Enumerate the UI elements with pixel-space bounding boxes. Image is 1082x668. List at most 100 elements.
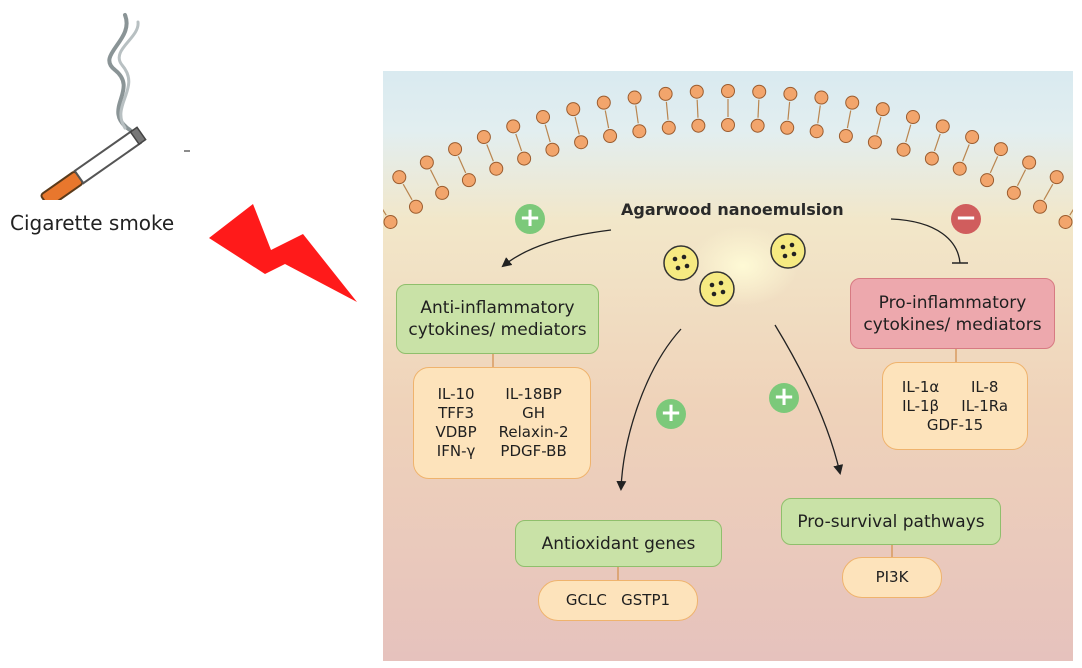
anti-inflammatory-label: Anti-inflammatory cytokines/ mediators: [408, 298, 587, 340]
lipid-tail: [846, 110, 852, 129]
pro-survival-list: PI3K: [842, 557, 942, 598]
lightning-bolt-icon: [209, 204, 357, 302]
cytokine-item: IFN-γ: [436, 442, 476, 460]
lipid-tail: [989, 156, 999, 174]
inhibit-to-pro-inflammatory: [890, 218, 961, 264]
anti-inflammatory-box: Anti-inflammatory cytokines/ mediators: [396, 284, 599, 354]
lipid-head: [752, 84, 767, 99]
plus-icon: +: [769, 383, 799, 413]
minus-icon: −: [951, 204, 981, 234]
lipid-head: [1022, 155, 1037, 170]
smoke-caption: Cigarette smoke: [10, 211, 175, 235]
pathway-arrows: [492, 218, 968, 580]
lipid-tail: [1043, 183, 1054, 201]
cell-membrane: [383, 84, 1073, 229]
arrow-to-antioxidant: [616, 328, 682, 491]
lipid-head: [905, 110, 920, 125]
lipid-head: [489, 161, 504, 176]
lipid-head: [1033, 199, 1048, 214]
lipid-tail: [696, 99, 699, 118]
lipid-head: [838, 129, 853, 144]
lipid-tail: [757, 99, 760, 118]
lipid-head: [517, 151, 532, 166]
cigarette-ash: [129, 126, 147, 146]
agarwood-title: Agarwood nanoemulsion: [621, 200, 844, 219]
lipid-head: [783, 86, 798, 101]
lipid-head: [536, 110, 551, 125]
lipid-head: [867, 135, 882, 150]
lipid-head: [506, 119, 521, 134]
lipid-head: [935, 119, 950, 134]
lipid-tail: [817, 105, 821, 124]
lipid-head: [689, 84, 704, 99]
lipid-head: [632, 124, 647, 139]
lipid-head: [1049, 170, 1064, 185]
lipid-head: [574, 135, 589, 150]
cytokine-item: GH: [522, 404, 546, 422]
lipid-head: [750, 118, 765, 133]
cytokine-item: IL-10: [437, 385, 475, 403]
cytokine-item: TFF3: [438, 404, 475, 422]
lipid-head: [435, 185, 450, 200]
cytokine-item: GDF-15: [926, 415, 984, 434]
anti-inflammatory-col-left: IL-10 TFF3 VDBP IFN-γ: [436, 385, 477, 461]
lipid-head: [661, 120, 676, 135]
lipid-head: [780, 120, 795, 135]
anti-inflammatory-list: IL-10 TFF3 VDBP IFN-γ IL-18BP GH Relaxin…: [413, 367, 591, 479]
cytokine-item: Relaxin-2: [498, 423, 569, 441]
lipid-head: [596, 95, 611, 110]
lipid-tail: [1016, 169, 1027, 186]
lipid-head: [383, 214, 398, 229]
lipid-head: [896, 142, 911, 157]
plus-icon: +: [515, 204, 545, 234]
cytokine-item: IL-1α: [901, 377, 940, 396]
lipid-tail: [429, 169, 440, 186]
cytokine-item: PDGF-BB: [500, 442, 567, 460]
anti-inflammatory-col-right: IL-18BP GH Relaxin-2 PDGF-BB: [499, 385, 569, 461]
lipid-head: [627, 90, 642, 105]
plus-icon: +: [656, 399, 686, 429]
lipid-head: [965, 130, 980, 145]
nanoparticle-icon: [663, 245, 699, 281]
lipid-head: [603, 129, 618, 144]
pro-survival-box: Pro-survival pathways: [781, 498, 1001, 545]
lipid-tail: [933, 133, 941, 152]
lipid-tail: [486, 144, 494, 162]
arrow-to-pro-survival: [774, 324, 844, 475]
lipid-head: [461, 173, 476, 188]
lipid-head: [814, 90, 829, 105]
lipid-head: [721, 118, 735, 132]
lipid-head: [809, 124, 824, 139]
pro-survival-label: Pro-survival pathways: [797, 511, 985, 532]
nanoparticle-icon: [699, 271, 735, 307]
lipid-tail: [665, 101, 669, 120]
lipid-tail: [457, 156, 467, 174]
lipid-tail: [544, 124, 551, 143]
lipid-tail: [635, 105, 639, 124]
cytokine-item: VDBP: [435, 423, 477, 441]
pro-inflammatory-list: IL-1α IL-8 IL-1β IL-1Ra GDF-15: [882, 362, 1028, 450]
lipid-tail: [962, 144, 970, 162]
lipid-tail: [515, 133, 523, 152]
lipid-head: [721, 84, 735, 98]
antioxidant-label: Antioxidant genes: [541, 533, 696, 554]
cigarette-paper: [73, 129, 143, 185]
lipid-tail: [604, 110, 610, 129]
antioxidant-items: GCLC GSTP1: [565, 591, 671, 609]
lipid-tail: [876, 116, 882, 135]
antioxidant-list: GCLC GSTP1: [538, 580, 698, 621]
cytokine-item: IL-1Ra: [961, 396, 1009, 415]
antioxidant-box: Antioxidant genes: [515, 520, 722, 567]
lipid-head: [875, 102, 890, 117]
pro-inflammatory-box: Pro-inflammatory cytokines/ mediators: [850, 278, 1055, 349]
lipid-tail: [1069, 208, 1073, 216]
lipid-head: [924, 151, 939, 166]
smoke-trail: [117, 20, 140, 130]
lipid-tail: [905, 124, 912, 143]
cell-panel: Agarwood nanoemulsion: [383, 71, 1073, 661]
lipid-head: [566, 102, 581, 117]
nanoparticles: [663, 226, 806, 307]
lipid-head: [993, 142, 1008, 157]
cytokine-item: IL-1β: [902, 396, 940, 415]
pro-survival-items: PI3K: [875, 568, 909, 586]
